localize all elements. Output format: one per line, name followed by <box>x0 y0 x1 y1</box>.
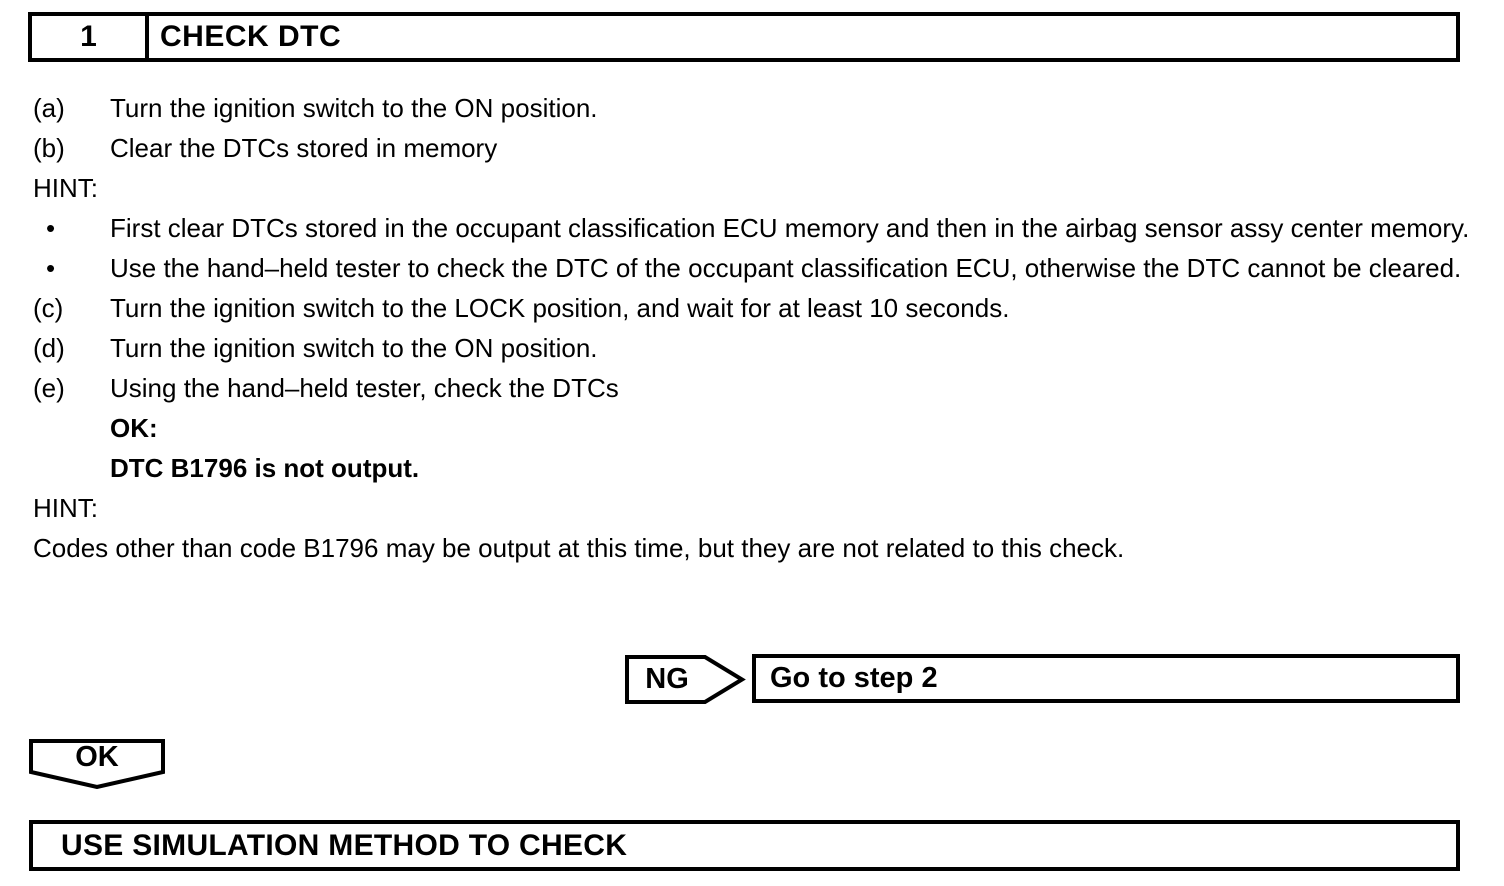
step-header: 1 CHECK DTC <box>28 12 1460 62</box>
instruction-row-c: (c) Turn the ignition switch to the LOCK… <box>33 288 1470 328</box>
ok-flag-icon <box>29 739 165 789</box>
instruction-row-e: (e) Using the hand–held tester, check th… <box>33 368 1470 408</box>
instruction-label: (c) <box>33 293 64 323</box>
instruction-label: (a) <box>33 93 65 123</box>
hint-bullet-text: Use the hand–held tester to check the DT… <box>110 253 1462 283</box>
ok-branch: OK <box>29 739 165 789</box>
hint-label: HINT: <box>33 173 98 203</box>
hint-text: Codes other than code B1796 may be outpu… <box>33 533 1125 563</box>
next-action-title: USE SIMULATION METHOD TO CHECK <box>61 828 628 862</box>
instruction-text: Using the hand–held tester, check the DT… <box>110 373 619 403</box>
next-action: USE SIMULATION METHOD TO CHECK <box>29 820 1460 871</box>
instruction-text: Turn the ignition switch to the ON posit… <box>110 333 598 363</box>
ng-branch: NG <box>625 655 746 704</box>
instruction-label: (d) <box>33 333 65 363</box>
ng-action: Go to step 2 <box>752 654 1460 703</box>
ng-action-text: Go to step 2 <box>770 662 938 694</box>
instruction-row-d: (d) Turn the ignition switch to the ON p… <box>33 328 1470 368</box>
instruction-text: Turn the ignition switch to the ON posit… <box>110 93 598 123</box>
ng-branch-label: NG <box>645 663 689 695</box>
hint-label: HINT: <box>33 493 98 523</box>
procedure-body: (a) Turn the ignition switch to the ON p… <box>33 88 1470 568</box>
instruction-text: Clear the DTCs stored in memory <box>110 133 498 163</box>
result-condition: DTC B1796 is not output. <box>110 453 420 483</box>
bullet-dot-icon: • <box>46 213 56 243</box>
ok-branch-label: OK <box>75 740 119 773</box>
ng-arrow-icon <box>625 655 746 704</box>
instruction-row-a: (a) Turn the ignition switch to the ON p… <box>33 88 1470 128</box>
step-title: CHECK DTC <box>160 20 342 53</box>
hint-bullet-2: • Use the hand–held tester to check the … <box>33 248 1470 288</box>
hint-bullet-text: First clear DTCs stored in the occupant … <box>110 213 1470 243</box>
bullet-dot-icon: • <box>46 253 56 283</box>
instruction-label: (b) <box>33 133 65 163</box>
step-number: 1 <box>32 16 149 58</box>
result-label: OK: <box>110 413 158 443</box>
instruction-text: Turn the ignition switch to the LOCK pos… <box>110 293 1010 323</box>
instruction-label: (e) <box>33 373 65 403</box>
hint-bullet-1: • First clear DTCs stored in the occupan… <box>33 208 1470 248</box>
instruction-row-b: (b) Clear the DTCs stored in memory <box>33 128 1470 168</box>
